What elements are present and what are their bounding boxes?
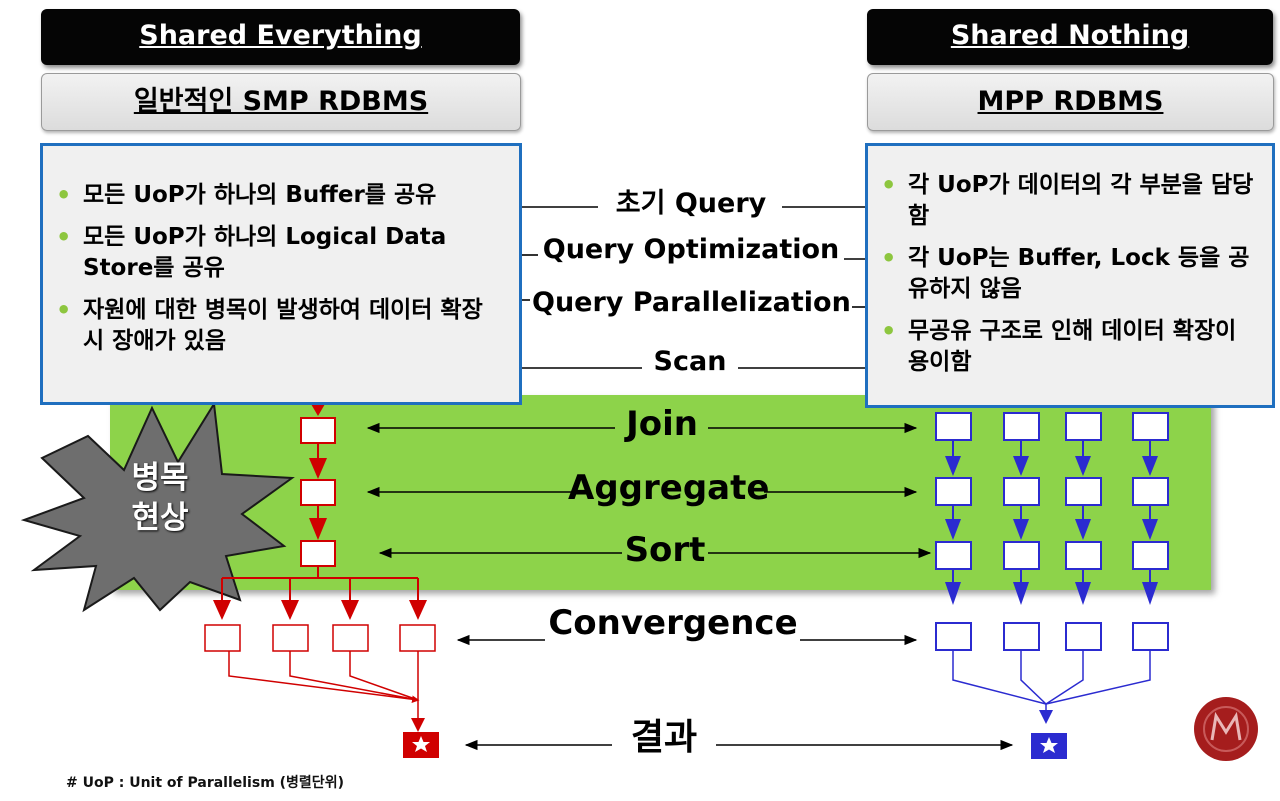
stage-aggregate: Aggregate — [568, 468, 770, 508]
stage-join: Join — [626, 404, 698, 444]
footnote: # UoP : Unit of Parallelism (병렬단위) — [66, 775, 344, 791]
smp-result-star-icon — [412, 736, 430, 752]
smp-bullet-1: 모든 UoP가 하나의 Buffer를 공유 — [43, 180, 503, 211]
mpp-characteristics-box: 각 UoP가 데이터의 각 부분을 담당함 각 UoP는 Buffer, Loc… — [865, 143, 1275, 408]
stage-query-optimization: Query Optimization — [542, 234, 840, 265]
mpp-bullet-3: 무공유 구조로 인해 데이터 확장이 용이함 — [868, 316, 1262, 378]
stage-arrows — [366, 422, 1014, 751]
bottleneck-label: 병목 현상 — [110, 458, 210, 538]
stage-result: 결과 — [630, 717, 698, 758]
smp-bullet-3: 자원에 대한 병목이 발생하여 데이터 확장시 장애가 있음 — [43, 295, 503, 357]
stage-connector-lines — [522, 206, 866, 369]
left-architecture-title: Shared Everything — [41, 9, 520, 65]
bottleneck-label-line-2: 현상 — [131, 500, 189, 536]
mpp-flow — [935, 412, 1169, 759]
bottleneck-starburst — [20, 401, 295, 613]
stage-initial-query: 초기 Query — [615, 188, 767, 219]
right-architecture-title: Shared Nothing — [867, 9, 1273, 65]
stage-sort: Sort — [624, 530, 706, 570]
stage-scan: Scan — [653, 346, 727, 377]
stage-convergence: Convergence — [548, 603, 798, 643]
mpp-bullet-2: 각 UoP는 Buffer, Lock 등을 공유하지 않음 — [868, 243, 1262, 305]
smp-flow — [204, 404, 439, 758]
stage-query-parallelization: Query Parallelization — [532, 287, 851, 318]
bottleneck-label-line-1: 병목 — [131, 460, 189, 496]
wax-seal-logo — [1194, 697, 1258, 761]
smp-bullet-2: 모든 UoP가 하나의 Logical Data Store를 공유 — [43, 222, 503, 284]
smp-characteristics-box: 모든 UoP가 하나의 Buffer를 공유 모든 UoP가 하나의 Logic… — [40, 143, 522, 405]
left-system-title: 일반적인 SMP RDBMS — [41, 73, 521, 131]
right-system-title: MPP RDBMS — [867, 73, 1274, 131]
mpp-bullet-1: 각 UoP가 데이터의 각 부분을 담당함 — [868, 170, 1262, 232]
mpp-result-star-icon — [1040, 737, 1058, 753]
